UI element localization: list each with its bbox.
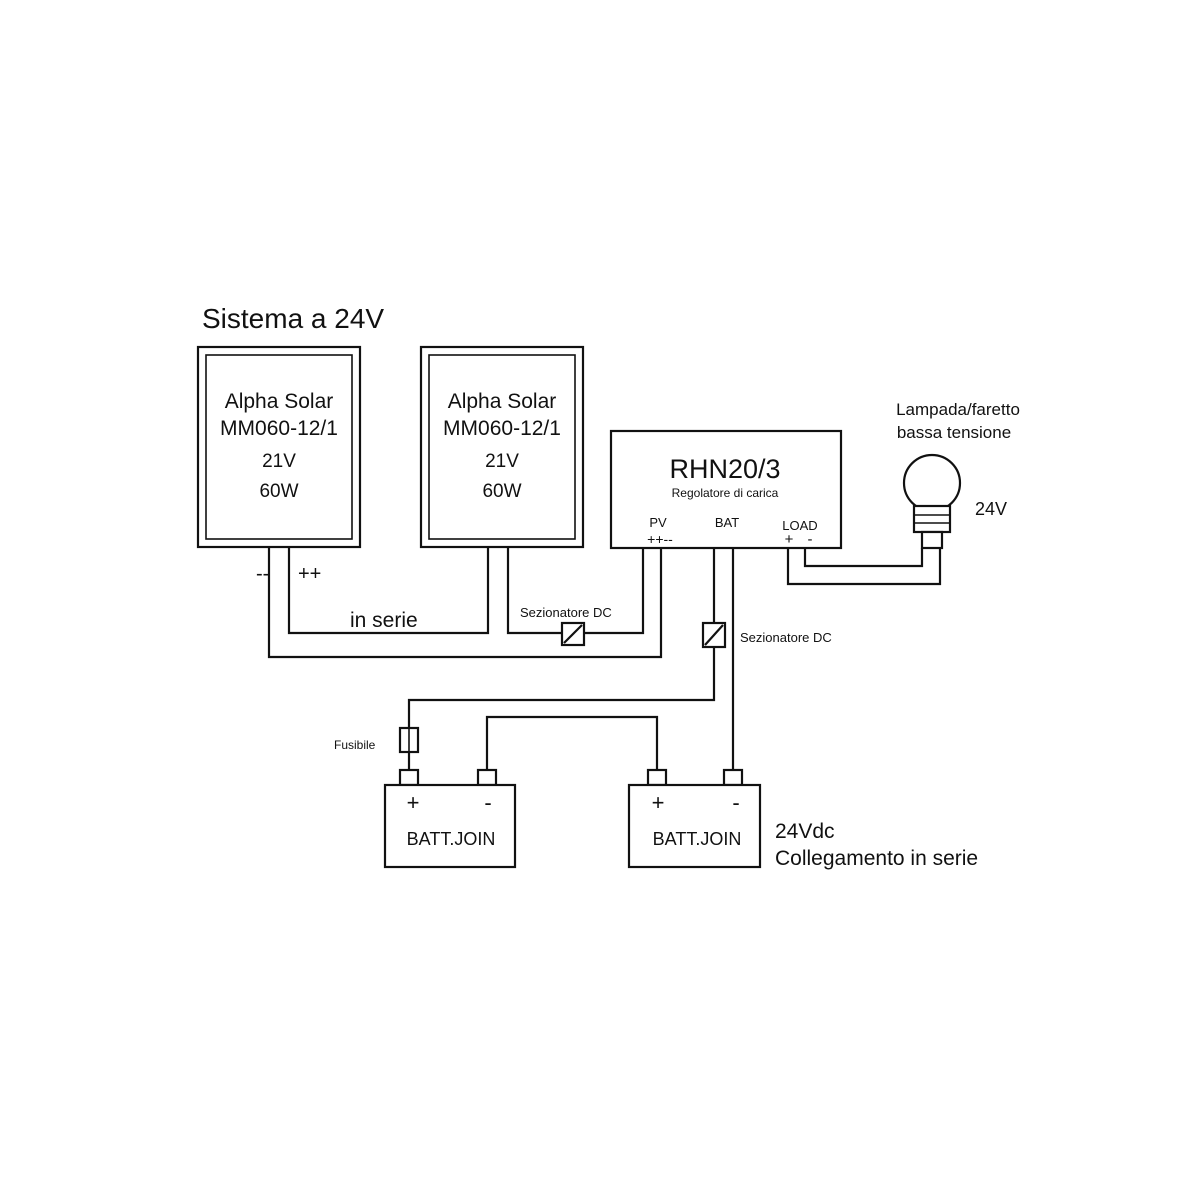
battery-connection-note: Collegamento in serie xyxy=(775,847,978,870)
panel-1-voltage: 21V xyxy=(262,451,296,472)
disconnector-bat-label: Sezionatore DC xyxy=(740,630,832,645)
panel-1-positive-terminal: ++ xyxy=(298,563,321,585)
panel-1-brand: Alpha Solar xyxy=(225,390,334,413)
load-positive-wire xyxy=(786,548,942,586)
fuse-label: Fusibile xyxy=(334,738,376,752)
battery-2-label: BATT.JOIN xyxy=(653,829,742,849)
battery-2: + - BATT.JOIN xyxy=(627,768,762,869)
load-negative-wire xyxy=(803,548,924,568)
disconnector-pv-label: Sezionatore DC xyxy=(520,605,612,620)
dc-disconnector-pv-icon xyxy=(560,621,586,647)
fuse-icon xyxy=(398,726,420,754)
panel-2-model: MM060-12/1 xyxy=(443,417,561,440)
battery-2-plus: + xyxy=(652,790,665,815)
controller-load-plus: + xyxy=(785,531,794,548)
panel-2-brand: Alpha Solar xyxy=(448,390,557,413)
battery-series-wire xyxy=(485,715,659,770)
pv-negative-wire xyxy=(267,547,663,659)
lamp-label-line2: bassa tensione xyxy=(897,423,1011,442)
solar-panel-1: Alpha Solar MM060-12/1 21V 60W xyxy=(196,345,362,549)
battery-1: + - BATT.JOIN xyxy=(383,768,517,869)
battery-1-label: BATT.JOIN xyxy=(407,829,496,849)
battery-1-minus: - xyxy=(484,790,491,815)
controller-load-minus: - xyxy=(808,531,813,548)
controller-load-label: LOAD xyxy=(782,518,817,533)
charge-controller: RHN20/3 Regolatore di carica PV ++-- BAT… xyxy=(609,429,843,550)
panel-1-model: MM060-12/1 xyxy=(220,417,338,440)
controller-pv-polarity: ++-- xyxy=(647,531,673,547)
lamp-icon xyxy=(902,453,962,550)
panel-1-negative-terminal: -- xyxy=(256,563,269,585)
controller-bat-label: BAT xyxy=(715,515,739,530)
battery-1-plus: + xyxy=(407,790,420,815)
controller-name: RHN20/3 xyxy=(669,454,780,484)
controller-pv-label: PV xyxy=(649,515,667,530)
panel-2-voltage: 21V xyxy=(485,451,519,472)
solar-panel-2: Alpha Solar MM060-12/1 21V 60W xyxy=(419,345,585,549)
pv-positive-wire xyxy=(506,547,562,635)
series-wire xyxy=(287,547,490,635)
lamp-label-line1: Lampada/faretto xyxy=(896,400,1020,419)
panel-2-power: 60W xyxy=(482,481,521,502)
battery-2-minus: - xyxy=(732,790,739,815)
diagram-title: Sistema a 24V xyxy=(202,303,384,334)
controller-subtitle: Regolatore di carica xyxy=(672,486,779,500)
series-label: in serie xyxy=(350,609,418,632)
lamp-voltage: 24V xyxy=(975,499,1007,519)
dc-disconnector-bat-icon xyxy=(701,621,727,649)
battery-voltage-note: 24Vdc xyxy=(775,820,835,843)
panel-1-power: 60W xyxy=(259,481,298,502)
